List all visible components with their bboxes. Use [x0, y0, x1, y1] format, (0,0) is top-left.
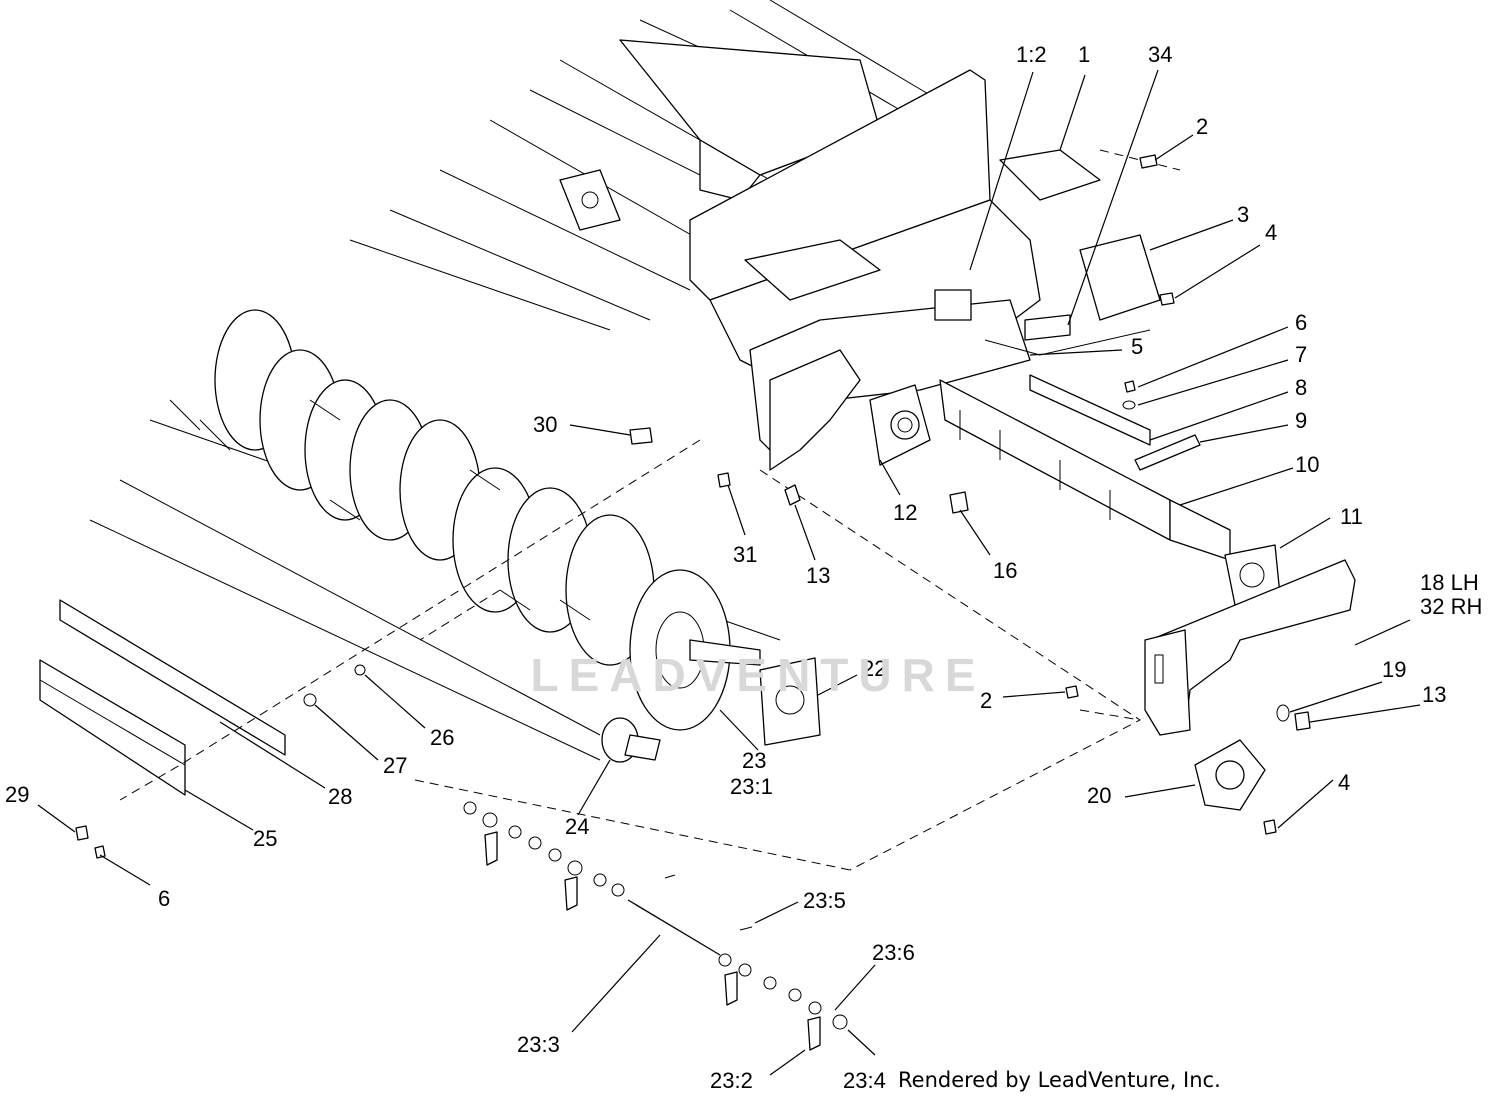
callout-23-3: 23:3 — [517, 1032, 560, 1057]
callout-3: 3 — [1237, 202, 1249, 227]
bearing-20 — [1194, 739, 1266, 811]
callout-23-1: 23:1 — [730, 774, 773, 799]
leader-lines — [37, 69, 1421, 1076]
callout-1: 1 — [1078, 42, 1090, 67]
plate-22 — [759, 657, 821, 746]
callout-23-6: 23:6 — [872, 940, 915, 965]
callout-9: 9 — [1295, 408, 1307, 433]
callout-29: 29 — [5, 782, 29, 807]
roller-24 — [89, 479, 661, 763]
callout-31: 31 — [733, 542, 757, 567]
leadventure-watermark: LEADVENTURE — [530, 649, 986, 701]
callout-8: 8 — [1295, 375, 1307, 400]
side-plate-18-32 — [1144, 559, 1356, 736]
callout-4-top: 4 — [1265, 220, 1277, 245]
callout-6-left: 6 — [158, 886, 170, 911]
callout-18-lh: 18 LH — [1420, 570, 1479, 595]
callout-13-right: 13 — [1422, 682, 1446, 707]
callout-24: 24 — [565, 814, 589, 839]
callout-27: 27 — [383, 753, 407, 778]
callout-23-5: 23:5 — [803, 888, 846, 913]
callout-32-rh: 32 RH — [1420, 594, 1482, 619]
callout-1-2: 1:2 — [1016, 42, 1047, 67]
callout-2-top: 2 — [1196, 114, 1208, 139]
callout-6-right: 6 — [1295, 310, 1307, 335]
callout-25: 25 — [253, 826, 277, 851]
tine-shaft-23-3 — [463, 801, 848, 1051]
callout-19: 19 — [1382, 657, 1406, 682]
callout-7: 7 — [1295, 342, 1307, 367]
callout-22: 22 — [862, 656, 886, 681]
callout-28: 28 — [328, 784, 352, 809]
assembly-lines — [119, 149, 1181, 871]
callout-11: 11 — [1340, 504, 1363, 529]
callout-5: 5 — [1131, 334, 1143, 359]
callout-16: 16 — [993, 558, 1017, 583]
bracket-8 — [1029, 374, 1151, 446]
scraper-bar-25-28 — [39, 599, 286, 796]
callout-34: 34 — [1148, 42, 1172, 67]
callout-30: 30 — [533, 412, 557, 437]
callout-10: 10 — [1295, 452, 1319, 477]
support-bar-10 — [939, 379, 1231, 561]
hardware — [75, 154, 1311, 859]
callout-20: 20 — [1087, 783, 1111, 808]
callout-12: 12 — [893, 500, 917, 525]
callout-2-mid: 2 — [980, 688, 992, 713]
housing-assembly — [349, 0, 1161, 471]
callout-23-4: 23:4 — [843, 1068, 886, 1093]
callout-23: 23 — [742, 748, 766, 773]
bearing-12 — [869, 384, 931, 466]
callout-26: 26 — [430, 725, 454, 750]
callout-23-2: 23:2 — [710, 1068, 753, 1093]
rotor-tine-assembly — [149, 309, 781, 731]
callout-13-mid: 13 — [806, 563, 830, 588]
callout-labels: 1:2 1 34 2 3 4 5 6 7 8 9 10 11 12 16 30 … — [5, 42, 1482, 1093]
key-9 — [1134, 434, 1201, 471]
callout-4-low: 4 — [1338, 770, 1350, 795]
rendered-by-credit: Rendered by LeadVenture, Inc. — [898, 1068, 1221, 1092]
